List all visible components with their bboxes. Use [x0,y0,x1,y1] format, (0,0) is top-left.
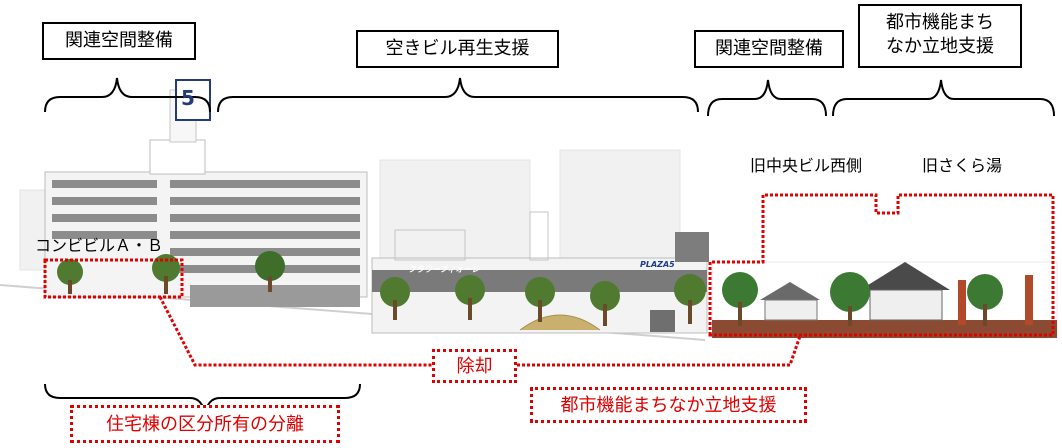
plaza-sign: PLAZA5 [640,260,675,269]
bracket-related-left [44,77,211,113]
label-urban-function-support: 都市機能まちなか立地支援 [530,387,807,423]
label-urban-function: 都市機能まち なか立地支援 [858,4,1022,68]
fiore-sign: フラワーフィオーレ [408,265,480,274]
plaza-tower-sign: 5 [181,86,195,110]
label-old-chuo-west: 旧中央ビル西側 [750,156,863,175]
demolition-connector-left [158,296,432,367]
conbi-building [44,79,368,307]
red-dotted-outlines [43,193,1055,367]
bracket-related-right [707,79,827,117]
top-brackets [44,77,1055,117]
label-vacant-building: 空きビル再生支援 [356,30,559,68]
conbi-highlight [43,258,184,299]
label-demolition: 除却 [432,349,517,383]
bracket-vacant [217,77,699,113]
bracket-urban [832,79,1055,117]
demolition-connector-right [517,335,802,367]
label-related-space-right: 関連空間整備 [694,30,844,68]
trees [57,251,1003,326]
label-residential-separation: 住宅棟の区分所有の分離 [70,405,340,443]
label-conbi-building: コンビビルＡ・Ｂ [35,236,164,255]
old-chuo-sakura-outline [708,193,1055,337]
label-related-space-left: 関連空間整備 [42,22,196,60]
label-old-sakura-yu: 旧さくら湯 [922,156,1003,175]
right-buildings [711,261,1058,338]
